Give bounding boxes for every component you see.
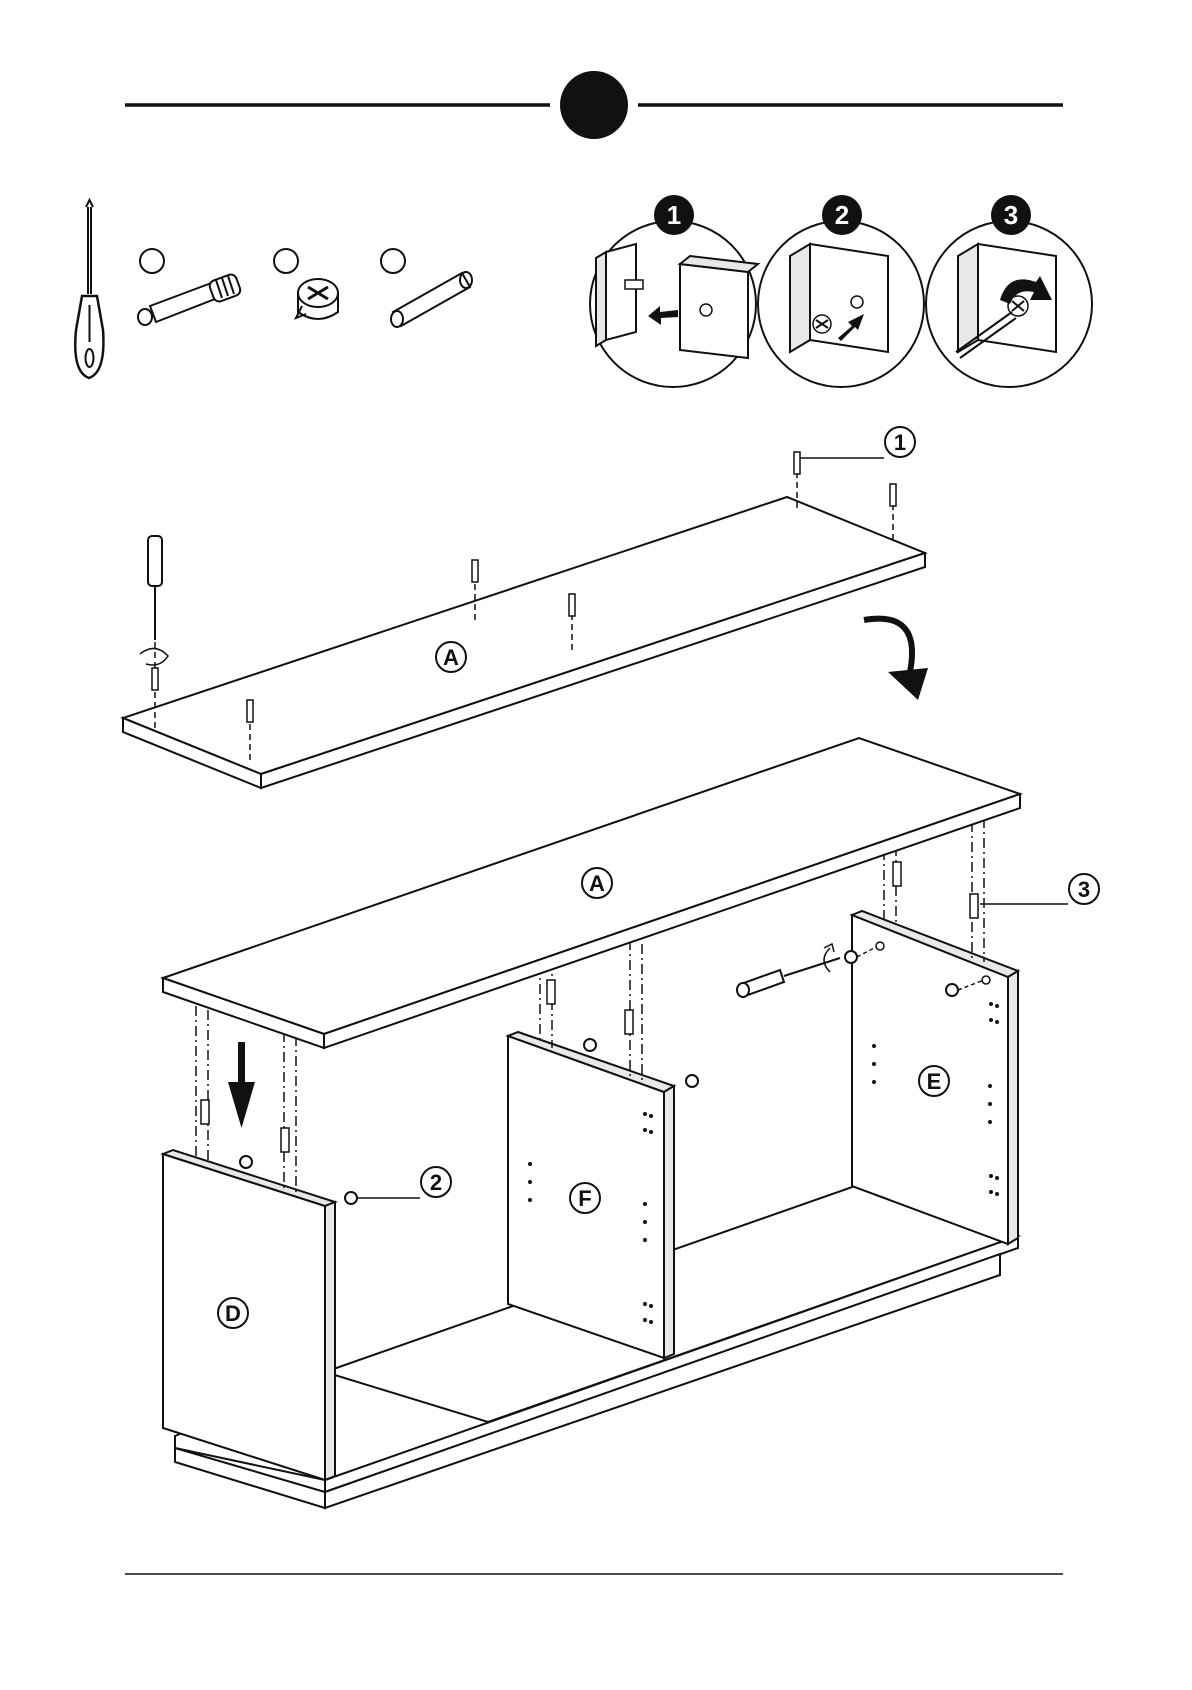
callout-1-text: 1 — [894, 430, 906, 455]
part-label-circle — [274, 249, 298, 273]
step-number-disc — [560, 71, 628, 139]
hardware-cam-lock — [274, 249, 338, 319]
callout-2-text: 2 — [430, 1170, 442, 1195]
flip-arrow-icon — [864, 619, 928, 700]
part-label-circle — [140, 249, 164, 273]
panel-label-top: A — [443, 645, 459, 670]
cam-bolt-icon — [138, 273, 242, 325]
detail-badge-1-text: 1 — [667, 200, 681, 230]
driver-tool-top — [140, 536, 168, 665]
part-label-circle — [381, 249, 405, 273]
panel-label-divider: F — [578, 1186, 591, 1211]
side-panel-left: D — [163, 1150, 335, 1480]
panel-label-top-lower: A — [589, 871, 605, 896]
side-panel-right: E — [852, 911, 1018, 1244]
callout-1: 1 — [800, 427, 915, 458]
detail-step-2 — [758, 221, 924, 387]
hardware-cam-bolt — [138, 249, 242, 325]
cam-lock-icon — [296, 279, 338, 319]
panel-label-right: E — [927, 1069, 942, 1094]
detail-badge-2-text: 2 — [835, 200, 849, 230]
cabinet-assembly: E F D — [163, 738, 1020, 1508]
detail-badge-3-text: 3 — [1004, 200, 1018, 230]
detail-step-3 — [926, 221, 1092, 387]
hardware-dowel — [381, 249, 472, 327]
divider-panel: F — [508, 1032, 674, 1358]
screwdriver-icon — [75, 200, 103, 378]
panel-label-left: D — [225, 1301, 241, 1326]
callout-2: 2 — [357, 1167, 451, 1198]
header-rule — [125, 71, 1063, 139]
callout-3-text: 3 — [1078, 877, 1090, 902]
callout-3: 3 — [980, 874, 1099, 904]
driver-tool-cam — [737, 944, 840, 997]
down-arrow-icon — [228, 1042, 255, 1128]
dowel-icon — [391, 272, 472, 327]
detail-step-1 — [590, 221, 758, 387]
top-panel-underside: A — [123, 452, 925, 788]
